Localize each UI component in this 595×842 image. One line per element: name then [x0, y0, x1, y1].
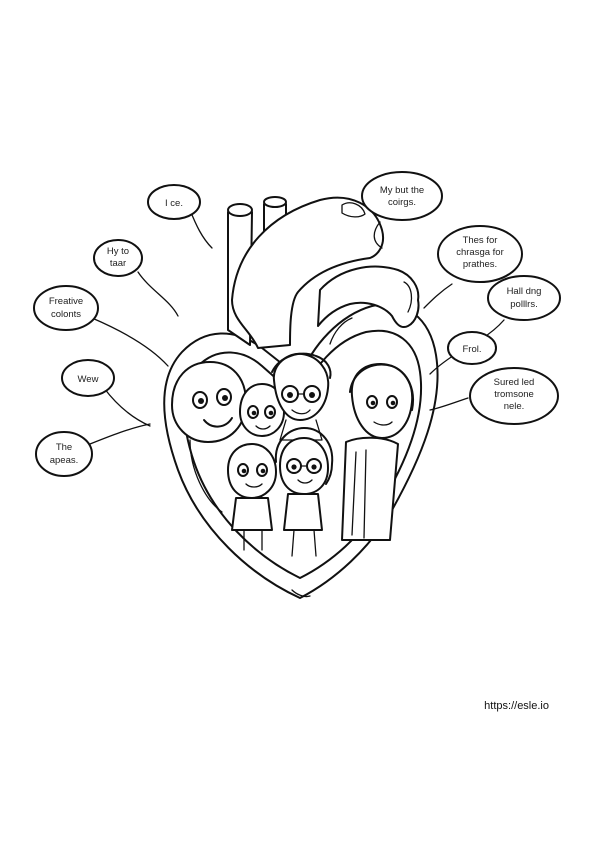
heart-vessels	[227, 196, 420, 349]
bubble-text: Hall dng	[507, 286, 542, 297]
bubble-text: Frol.	[463, 344, 482, 355]
bubble-text: taar	[110, 258, 126, 269]
character-father-glasses	[271, 352, 332, 441]
speech-bubble: Hy to taar	[93, 239, 143, 277]
speech-bubble: Frol.	[447, 331, 497, 365]
bubble-text: coirgs.	[388, 197, 416, 208]
character-boy-left	[171, 361, 247, 513]
speech-bubble: Hall dng polllrs.	[487, 275, 561, 321]
bubble-text: apeas.	[50, 455, 79, 466]
bubble-text: I ce.	[165, 198, 183, 209]
bubble-text: prathes.	[463, 259, 497, 270]
speech-bubble: Freative colonts	[33, 285, 99, 331]
bubble-text: Freative	[49, 296, 83, 307]
speech-bubble: Wew	[61, 359, 115, 397]
speech-bubble: I ce.	[147, 184, 201, 220]
bubble-text: Thes for	[463, 235, 498, 246]
bubble-text: The	[56, 442, 72, 453]
character-mother	[341, 363, 414, 541]
callout-connectors	[89, 209, 505, 445]
speech-bubble: The apeas.	[35, 431, 93, 477]
character-girl-glasses	[274, 427, 334, 557]
bubble-text: chrasga for	[456, 247, 504, 258]
bubble-text: tromsone	[494, 389, 534, 400]
source-credit: https://esle.io	[484, 700, 549, 712]
bubble-text: nele.	[504, 401, 525, 412]
bubble-text: Hy to	[107, 246, 129, 257]
character-girl-small	[239, 383, 285, 437]
bubble-text: colonts	[51, 309, 81, 320]
character-toddler	[227, 443, 277, 551]
speech-bubble: Sured led tromsone nele.	[469, 367, 559, 425]
bubble-text: polllrs.	[510, 299, 537, 310]
bubble-text: Sured led	[494, 377, 535, 388]
bubble-text: My but the	[380, 185, 424, 196]
speech-bubble: Thes for chrasga for prathes.	[437, 225, 523, 283]
speech-bubble: My but the coirgs.	[361, 171, 443, 221]
bubble-text: Wew	[78, 374, 99, 385]
